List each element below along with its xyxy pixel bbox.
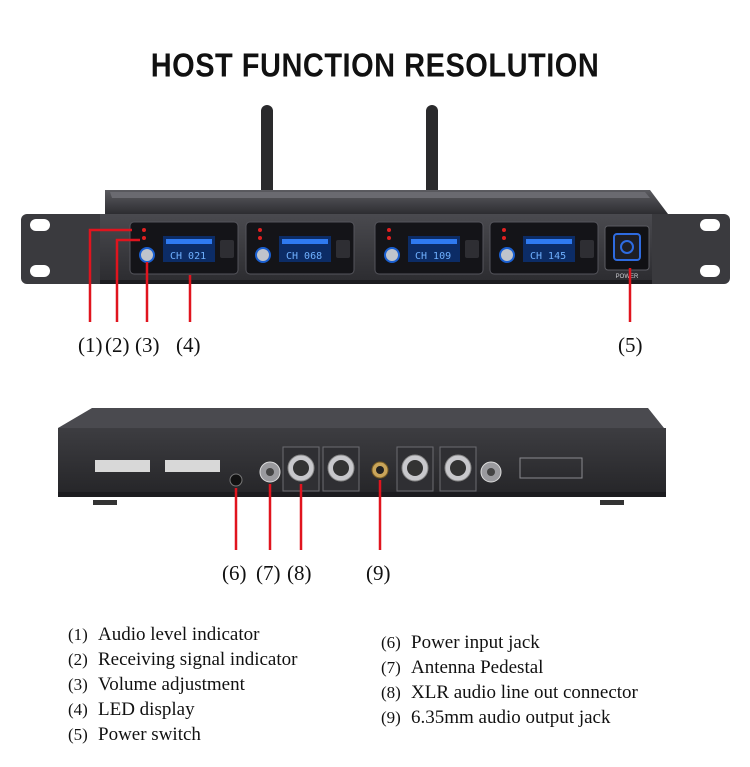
volume-knob-icon bbox=[499, 247, 515, 263]
legend-item: (7)Antenna Pedestal bbox=[381, 657, 544, 678]
lcd-display-c: CH 109 bbox=[415, 251, 451, 262]
front-callout-lines bbox=[88, 228, 632, 322]
xlr-connector-icon bbox=[282, 446, 320, 492]
legend-item: (9)6.35mm audio output jack bbox=[381, 707, 611, 728]
front-unit: CH 021 CH 068 CH 109 bbox=[21, 190, 730, 284]
power-switch: POWER bbox=[604, 225, 650, 280]
callout-3: (3) bbox=[135, 333, 160, 357]
callout-5: (5) bbox=[618, 333, 643, 357]
page-title: HOST FUNCTION RESOLUTION bbox=[150, 47, 600, 85]
nav-buttons-icon bbox=[580, 240, 594, 258]
legend-item: (8)XLR audio line out connector bbox=[381, 682, 638, 703]
callout-1: (1) bbox=[78, 333, 103, 357]
lcd-display-b: CH 068 bbox=[286, 251, 322, 262]
xlr-connector-icon bbox=[439, 446, 477, 492]
channel-module-c: CH 109 bbox=[374, 221, 484, 275]
lcd-display-a: CH 021 bbox=[170, 251, 206, 262]
legend-item: (5)Power switch bbox=[68, 724, 201, 745]
rf-indicator-icon bbox=[142, 236, 146, 240]
nav-buttons-icon bbox=[336, 240, 350, 258]
legend-item: (3)Volume adjustment bbox=[68, 674, 245, 695]
dc-jack-icon bbox=[229, 473, 243, 487]
callout-9: (9) bbox=[366, 561, 391, 585]
nav-buttons-icon bbox=[220, 240, 234, 258]
legend-item: (4)LED display bbox=[68, 699, 195, 720]
legend-item: (1)Audio level indicator bbox=[68, 624, 260, 645]
legend-item: (2)Receiving signal indicator bbox=[68, 649, 298, 670]
legend-left: (1)Audio level indicator (2)Receiving si… bbox=[68, 622, 297, 747]
callout-6: (6) bbox=[222, 561, 247, 585]
volume-knob-icon bbox=[139, 247, 155, 263]
callout-4: (4) bbox=[176, 333, 201, 357]
callout-7: (7) bbox=[256, 561, 281, 585]
channel-module-a: CH 021 bbox=[129, 221, 239, 275]
volume-knob-icon bbox=[255, 247, 271, 263]
power-icon bbox=[620, 240, 634, 254]
xlr-connector-icon bbox=[396, 446, 434, 492]
power-label: POWER bbox=[616, 274, 639, 280]
callout-8: (8) bbox=[287, 561, 312, 585]
channel-module-b: CH 068 bbox=[245, 221, 355, 275]
rack-hole-icon bbox=[700, 265, 720, 277]
legend-item: (6)Power input jack bbox=[381, 632, 540, 653]
callout-2: (2) bbox=[105, 333, 130, 357]
rack-hole-icon bbox=[30, 219, 50, 231]
volume-knob-icon bbox=[384, 247, 400, 263]
nav-buttons-icon bbox=[465, 240, 479, 258]
channel-module-d: CH 145 bbox=[489, 221, 599, 275]
rack-hole-icon bbox=[30, 265, 50, 277]
back-callout-lines bbox=[234, 480, 382, 550]
af-indicator-icon bbox=[142, 228, 146, 232]
xlr-connector-icon bbox=[322, 446, 360, 492]
back-unit bbox=[58, 408, 666, 505]
rack-hole-icon bbox=[700, 219, 720, 231]
lcd-display-d: CH 145 bbox=[530, 251, 566, 262]
legend-right: (6)Power input jack (7)Antenna Pedestal … bbox=[381, 630, 638, 730]
